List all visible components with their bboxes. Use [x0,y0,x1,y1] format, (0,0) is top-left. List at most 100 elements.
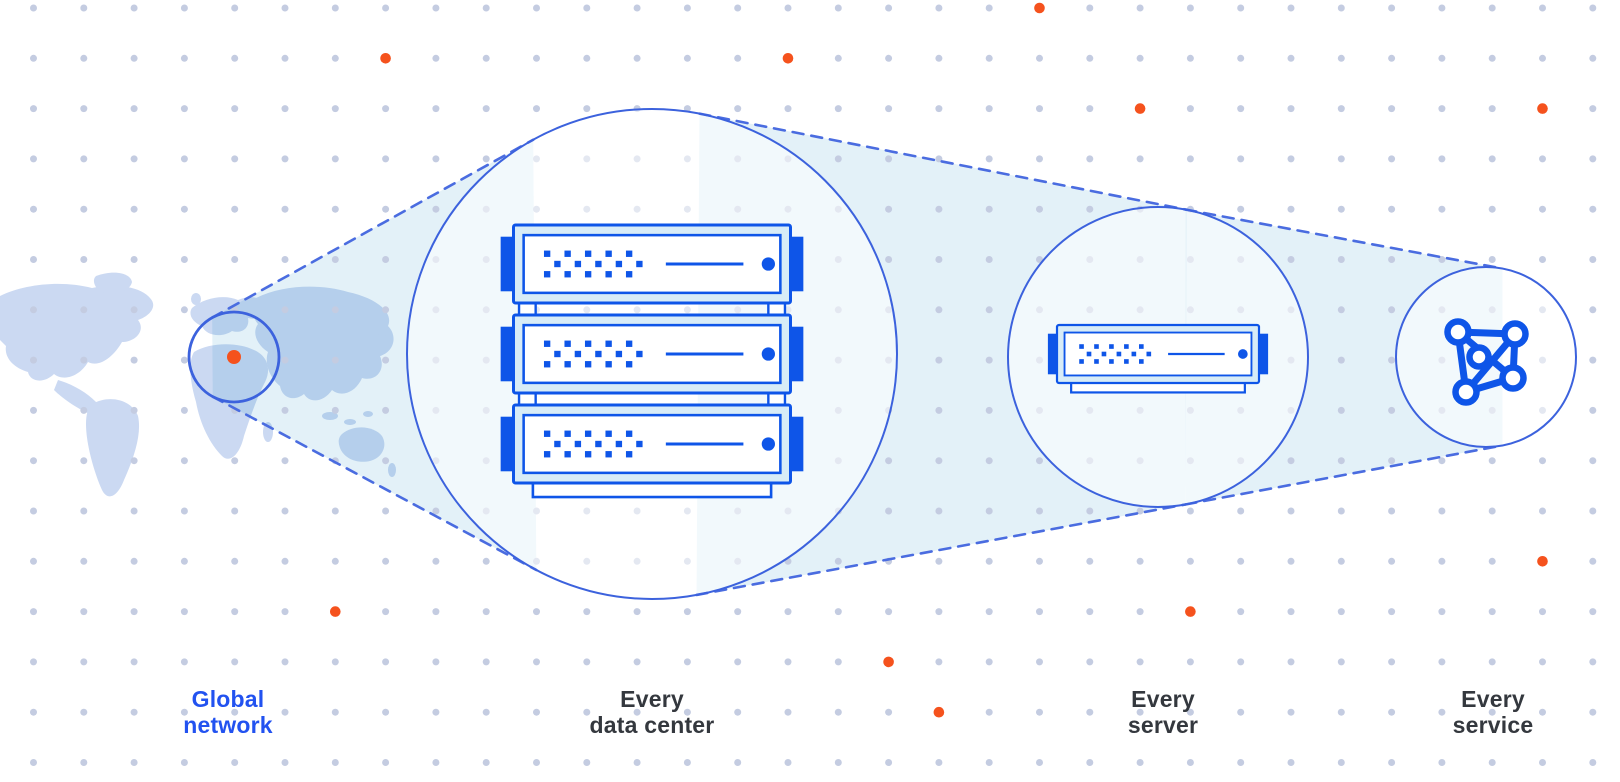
grid-dot [30,457,37,465]
grid-dot [1237,105,1245,113]
grid-dot [80,356,88,364]
grid-dot [30,406,37,414]
grid-dot [1337,155,1345,163]
grid-dot [935,457,943,465]
grid-dot [180,205,188,213]
stage-label-every-data-center: Every data center [590,686,715,738]
zoom-dashed-line [1184,208,1504,270]
stage-label-line: server [1127,712,1199,738]
grid-dot [1488,205,1496,213]
grid-dot [1036,557,1043,565]
grid-dot [1488,457,1496,465]
grid-dot [180,708,188,716]
grid-dot [1388,457,1396,465]
grid-dot [533,708,540,716]
grid-dot [331,356,339,364]
grid-dot [331,256,339,263]
grid-dot [1388,306,1396,314]
grid-dot [180,306,188,314]
grid-dot [432,557,440,565]
accent-dot [330,606,341,617]
location-marker-icon [227,350,241,364]
grid-dot [734,658,742,666]
grid-dot [834,557,842,565]
grid-dot [130,54,138,62]
map-highlight-circle [187,310,281,404]
grid-dot [130,457,138,465]
grid-dot [734,608,742,616]
grid-dot [1186,557,1194,565]
grid-dot [30,256,37,263]
grid-dot [1388,256,1396,263]
grid-dot [633,759,641,766]
grid-dot [231,658,239,666]
grid-dot [1237,708,1245,716]
grid-dot [1136,708,1144,716]
grid-dot [382,708,390,716]
grid-dot [533,4,540,12]
grid-dot [432,105,440,113]
grid-dot [1438,759,1446,766]
grid-dot [130,306,138,314]
grid-dot [281,256,289,263]
grid-dot [985,4,993,12]
grid-dot [382,155,390,163]
grid-dot [834,54,842,62]
grid-dot [1086,507,1094,515]
grid-dot [1287,54,1295,62]
grid-dot [80,256,88,263]
grid-dot [281,54,289,62]
grid-dot [180,557,188,565]
accent-dot [782,53,794,64]
grid-dot [935,54,943,62]
grid-dot [1438,205,1446,213]
grid-dot [834,708,842,716]
grid-dot [1539,54,1546,62]
grid-dot [1438,557,1446,565]
grid-dot [1036,155,1043,163]
grid-dot [935,4,943,12]
grid-dot [885,205,893,213]
grid-dot [432,658,440,666]
grid-dot [1337,557,1345,565]
grid-dot [935,608,943,616]
grid-dot [281,306,289,314]
grid-dot [281,457,289,465]
grid-dot [885,507,893,515]
grid-dot [281,759,289,766]
grid-dot [1337,356,1345,364]
grid-dot [1337,256,1345,263]
grid-dot [1488,708,1496,716]
grid-dot [834,658,842,666]
grid-dot [1488,256,1496,263]
grid-dot [331,658,339,666]
grid-dot [80,155,88,163]
grid-dot [281,557,289,565]
grid-dot [1337,406,1345,414]
grid-dot [1237,507,1245,515]
grid-dot [683,658,691,666]
grid-dot [30,205,37,213]
grid-dot [1388,406,1396,414]
grid-dot [734,708,742,716]
grid-dot [1036,54,1043,62]
grid-dot [533,658,540,666]
grid-dot [482,759,490,766]
stage-label-line: service [1452,712,1534,738]
stage-label-every-server: Every server [1128,686,1198,738]
grid-dot [231,256,239,263]
grid-dot [985,658,993,666]
server-rack-icon [500,223,804,499]
grid-dot [432,608,440,616]
grid-dot [834,608,842,616]
grid-dot [180,759,188,766]
grid-dot [30,608,37,616]
grid-dot [1337,658,1345,666]
grid-dot [231,708,239,716]
grid-dot [1136,507,1144,515]
grid-dot [1337,306,1345,314]
accent-dot [1034,2,1045,14]
grid-dot [281,105,289,113]
grid-dot [1337,608,1345,616]
